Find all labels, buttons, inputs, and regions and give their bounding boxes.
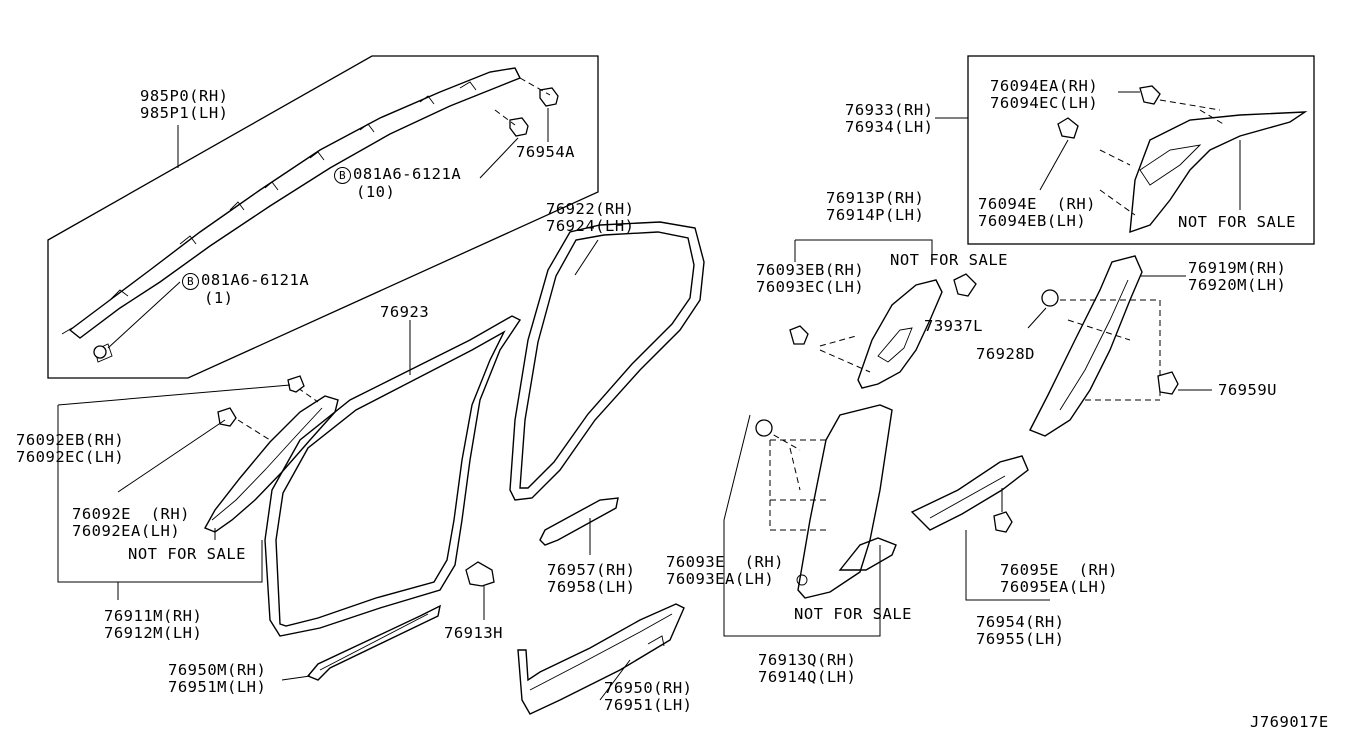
callout-76093e: 76093E (RH)76093EA(LH) [666,553,784,588]
rear-quarter-trim [1057,85,1308,234]
front-sill-plate [306,604,441,681]
not-for-sale-label-1: NOT FOR SALE [128,545,246,563]
front-door-weatherstrip [264,315,522,637]
rear-kick-strip [539,497,619,546]
callout-76923: 76923 [380,303,430,321]
callout-76094ea: 76094EA(RH)76094EC(LH) [990,77,1099,112]
clip-76913h [465,561,495,587]
callout-76095e: 76095E (RH)76095EA(LH) [1000,561,1118,596]
center-pillar-upper-garnish [789,273,977,389]
callout-73937l: 73937L [924,317,983,335]
callout-76913p: 76913P(RH)76914P(LH) [826,189,925,224]
rear-door-weatherstrip [509,221,705,501]
callout-76950: 76950(RH)76951(LH) [604,679,693,714]
callout-76919m: 76919M(RH)76920M(LH) [1188,259,1287,294]
callout-76093eb: 76093EB(RH)76093EC(LH) [756,261,865,296]
callout-76954: 76954(RH)76955(LH) [976,613,1065,648]
airbag-group-frame [47,55,599,379]
callout-76911m: 76911M(RH)76912M(LH) [104,607,203,642]
callout-76957: 76957(RH)76958(LH) [547,561,636,596]
callout-76959u: 76959U [1218,381,1277,399]
not-for-sale-label-2: NOT FOR SALE [1178,213,1296,231]
diagram-id: J769017E [1250,713,1329,731]
rear-sill-plate [517,603,685,715]
callout-76913q: 76913Q(RH)76914Q(LH) [758,651,857,686]
quarter-trim-group-frame [967,55,1315,245]
center-pillar-lower-garnish [755,404,897,599]
callout-76928d: 76928D [976,345,1035,363]
callout-76950m: 76950M(RH)76951M(LH) [168,661,267,696]
bolt-symbol-icon: B [182,273,199,290]
callout-76094e: 76094E (RH)76094EB(LH) [978,195,1096,230]
callout-76933: 76933(RH)76934(LH) [845,101,934,136]
rear-kick-plate [910,455,1029,533]
bolt-symbol-icon: B [334,167,351,184]
not-for-sale-label-3: NOT FOR SALE [890,251,1008,269]
not-for-sale-label-4: NOT FOR SALE [794,605,912,623]
callout-76092eb: 76092EB(RH)76092EC(LH) [16,431,125,466]
callout-985p0: 985P0(RH)985P1(LH) [140,87,229,122]
callout-76922: 76922(RH)76924(LH) [546,200,635,235]
callout-76092e: 76092E (RH)76092EA(LH) [72,505,190,540]
callout-76954a: 76954A [516,143,575,161]
clip-76954a [494,77,559,137]
rear-pillar-garnish [1029,255,1179,437]
callout-76913h: 76913H [444,624,503,642]
